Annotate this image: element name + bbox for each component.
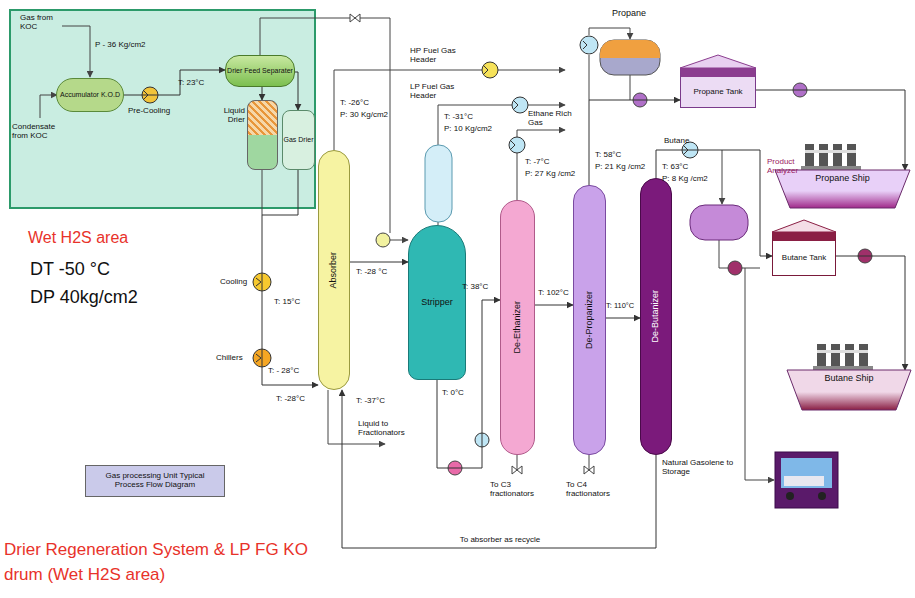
annotation-label: Chillers <box>216 353 256 362</box>
tank-roof <box>772 220 836 232</box>
annotation-label: P: 21 Kg /cm2 <box>595 162 655 171</box>
annotation-label: T: -28°C <box>276 394 316 403</box>
flow-line <box>124 70 225 95</box>
caption-box: Gas processing Unit Typical Process Flow… <box>85 465 225 497</box>
annotation-label: P: 30 Kg/cm2 <box>340 110 400 119</box>
annotation-label: T: 63°C <box>662 162 702 171</box>
wet-h2s-region <box>10 10 315 208</box>
node-label: Butane Ship <box>824 374 873 384</box>
annotation-label: T: -7°C <box>525 157 565 166</box>
separator-drum: Drier Feed Separater <box>225 55 295 87</box>
annotation-label: Propane <box>612 8 657 18</box>
annotation-label: Gas from KOC <box>20 13 62 31</box>
annotation-label: Wet H2S area <box>28 226 188 249</box>
annotation-label: P: 8 Kg /cm2 <box>662 174 718 183</box>
annotation-label: T: 38°C <box>462 282 498 291</box>
annotation-label: T: - 28°C <box>268 366 312 375</box>
butane-tank: Butane Tank <box>772 232 836 276</box>
annotation-label: T: -28 °C <box>356 267 400 276</box>
annotation-label: DT -50 °C <box>30 256 190 282</box>
flow-line <box>295 72 298 110</box>
heat-exchangers <box>142 36 698 447</box>
annotation-label: Butane <box>664 136 704 145</box>
annotation-label: T: 15°C <box>274 297 314 306</box>
node-label: De-Butanizer <box>651 290 661 343</box>
gas-drier: Gas Drier <box>282 110 315 170</box>
liquid-drier: Liquid Drier <box>247 100 278 170</box>
depropanizer-column: De-Propanizer <box>573 185 606 455</box>
annotation-label: LP Fuel Gas Header <box>410 82 480 100</box>
annotation-label: Cooling <box>220 277 260 286</box>
annotation-label: Condensate from KOC <box>12 122 67 140</box>
propane-ship: Propane Ship <box>775 170 910 208</box>
process-lines <box>40 18 774 480</box>
valve-symbols <box>350 14 594 474</box>
annotation-label: T: 23°C <box>178 78 218 87</box>
pumps <box>376 83 872 475</box>
annotation-label: DP 40kg/cm2 <box>30 284 200 310</box>
flow-label: To absorber as recycle <box>458 535 542 544</box>
stripper-column: Stripper <box>408 225 466 380</box>
annotation-label: P: 10 Kg/cm2 <box>444 124 504 133</box>
node-label: Butane Tank <box>782 254 826 263</box>
node-label: Stripper <box>421 298 453 308</box>
node-label: Propane Ship <box>815 174 870 184</box>
annotation-label: T: -26°C <box>340 98 384 107</box>
flow-line <box>350 262 408 263</box>
flow-line <box>342 390 656 548</box>
annotation-label: Pre-Cooling <box>128 106 178 115</box>
annotation-label: To C3 fractionators <box>490 480 548 498</box>
flow-line <box>535 305 573 306</box>
node-label: Absorber <box>329 252 339 289</box>
flow-line <box>606 318 640 319</box>
annotation-label: P - 36 Kg/cm2 <box>95 40 165 49</box>
butane-ship: Butane Ship <box>787 370 911 410</box>
absorber-column: Absorber <box>318 150 350 390</box>
node-label: Accumulator K.O.D <box>60 91 120 99</box>
node-label: Liquid Drier <box>209 107 245 125</box>
node-label: Drier Feed Separater <box>227 67 293 75</box>
annotation-label: Ethane Rich Gas <box>528 109 580 127</box>
node-label: Propane Tank <box>693 88 742 97</box>
flow-line <box>262 87 263 100</box>
fuel-gas-drum <box>425 145 452 222</box>
accumulator-drum: Accumulator K.O.D <box>56 78 124 112</box>
annotation-label: T: 0°C <box>442 388 478 397</box>
node-label: Gas Drier <box>284 136 314 144</box>
annotation-label: T: 58°C <box>595 150 639 159</box>
flow-line <box>262 170 318 385</box>
annotation-label: Product Analyzer <box>767 157 817 175</box>
truck-icon <box>775 452 838 508</box>
propane-drum <box>600 40 660 75</box>
deethanizer-column: De-Ethanizer <box>500 200 535 455</box>
annotation-label: Liquid to Fractionators <box>358 419 424 437</box>
annotation-label: Drier Regeneration System & LP FG KO dru… <box>4 538 334 587</box>
annotation-label: P: 27 Kg /cm2 <box>525 169 585 178</box>
node-label: De-Propanizer <box>585 291 595 349</box>
annotation-label: Natural Gasolene to Storage <box>662 458 742 476</box>
node-label: Gas processing Unit Typical Process Flow… <box>92 472 218 490</box>
propane-tank: Propane Tank <box>680 68 756 108</box>
annotation-label: T: -37°C <box>356 396 400 405</box>
annotation-label: HP Fuel Gas Header <box>410 46 480 64</box>
annotation-label: T: 102°C <box>538 288 578 297</box>
annotation-label: To C4 fractionators <box>566 480 624 498</box>
annotation-label: T: -31°C <box>444 112 488 121</box>
annotation-label: T: 110°C <box>606 302 640 311</box>
flow-line <box>656 150 772 256</box>
butane-drum <box>690 205 748 240</box>
node-label: De-Ethanizer <box>513 301 523 354</box>
tank-roof <box>680 55 756 68</box>
debutanizer-column: De-Butanizer <box>640 178 672 455</box>
